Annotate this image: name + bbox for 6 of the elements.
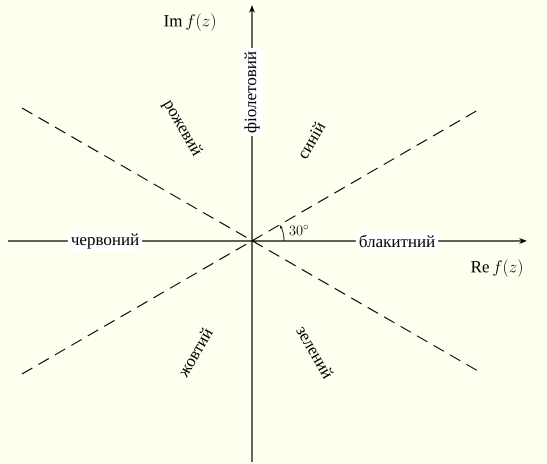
angle-label: $30^\circ$ [290, 224, 308, 236]
axis-label: $\mathrm{Im}\, f(z)$ [164, 13, 215, 31]
sector-label: червоний [68, 230, 142, 252]
axis-label: $\mathrm{Re}\, f(z)$ [471, 259, 522, 277]
sector-label: фіолетовий [241, 48, 263, 136]
sector-label: блакитний [356, 232, 438, 250]
